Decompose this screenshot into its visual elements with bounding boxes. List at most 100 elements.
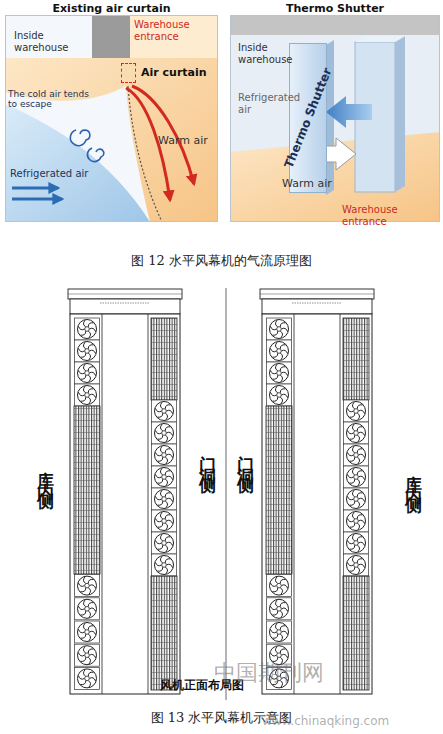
fan-symbol-part [88,331,90,338]
fan-symbol-part [347,490,366,509]
fan-symbol-part [78,669,97,688]
fan-symbol-part [347,408,353,411]
fan-symbol [152,400,177,422]
fan-symbol-part [357,457,359,464]
fan-symbol-part [354,431,359,436]
fan-symbol-part [267,384,292,406]
fan-symbol-part [344,488,369,510]
fan-symbol-part [160,468,162,475]
fan-symbol-part [270,576,289,595]
fan-symbol [75,362,100,384]
fan-symbol-part [78,386,97,405]
fan-symbol-part [357,449,362,453]
fan-symbol-part [282,372,288,375]
fan-symbol-part [152,422,177,444]
fan-symbol-part [277,349,282,354]
fan-unit-drawing-part [226,288,227,700]
thermo-shutter-scene-part [355,36,405,42]
fan-symbol-part [357,405,362,409]
fan-symbol-part [275,600,277,607]
fan-unit-part [148,314,149,694]
flow-label: The cold air tends to escape [8,89,90,110]
fan-symbol-part [157,413,162,417]
fan-symbol [152,554,177,576]
fan-symbol-part [78,653,84,656]
fan-symbol-part [275,577,277,584]
watermark: 中国期刊网 [214,660,324,685]
fan-symbol-part [347,518,353,521]
fan-symbol [75,644,100,666]
air-curtain-scene [5,15,218,222]
area-label: Inside warehouse [238,42,302,65]
fan-symbol-part [162,453,167,458]
fan-symbol-part [78,326,84,329]
fan-symbol-part [270,370,276,373]
fan-symbol-part [165,567,167,574]
fan-symbol-part [78,370,84,373]
fan-symbol-part [359,476,365,479]
fan-symbol-part [155,518,161,521]
thermo-shutter-scene-part [326,40,334,195]
fan-symbol [75,598,100,620]
area-label: Warehouse entrance [134,19,218,42]
fan-symbol [267,340,292,362]
fan-symbol-part [270,629,276,632]
fan-symbol-part [165,471,170,475]
fan-symbol-part [88,626,93,630]
fan-symbol-part [165,559,170,563]
fan-symbol-part [155,556,174,575]
fan-symbol-part [272,611,277,615]
fan-symbol-part [83,670,85,677]
fan-symbol [152,422,177,444]
fan-symbol-part [155,452,161,455]
fan-symbol-part [357,413,359,420]
fan-symbol-part [88,375,90,382]
fan-symbol [75,667,100,689]
fan-symbol-part [344,422,369,444]
fan-unit-part [262,314,372,694]
fan-symbol-part [90,350,96,353]
thermo-shutter-scene [230,15,440,222]
fan-symbol-part [357,435,359,442]
fan-symbol-part [155,562,161,565]
fan-symbol-part [78,342,97,361]
grille-panel [266,406,292,574]
fan-symbol-part [357,471,362,475]
fan-symbol-part [280,649,285,653]
fan-symbol-part [270,386,289,405]
fan-symbol-part [280,634,282,641]
fan-symbol-part [357,427,362,431]
fan-symbol-part [347,430,353,433]
fan-symbol-part [155,430,161,433]
fan-symbol-part [152,400,177,422]
fan-symbol-part [85,630,90,635]
fan-symbol-part [272,375,277,379]
fan-symbol-part [75,644,100,666]
fan-symbol-part [165,427,170,431]
fan-symbol-part [75,340,100,362]
fan-symbol-part [83,320,85,327]
fan-symbol-part [88,681,90,688]
fan-symbol-part [349,523,354,527]
fan-symbol-part [155,534,174,553]
fan-symbol-part [165,501,167,508]
fan-symbol-part [282,328,288,331]
fan-symbol-part [160,512,162,519]
fan-symbol [152,510,177,532]
fan-symbol-part [352,512,354,519]
air-curtain-scene-part [130,15,218,58]
fan-symbol-part [357,567,359,574]
fan-symbol-part [349,413,354,417]
fan-symbol-part [165,537,170,541]
thermo-shutter-scene-part [230,15,440,222]
fan-symbol-part [347,512,366,531]
fan-symbol-part [359,454,365,457]
fan-symbol [152,466,177,488]
fan-symbol-part [277,583,282,588]
fan-symbol-part [80,611,85,615]
fan-symbol-part [88,345,93,349]
fan-symbol-part [157,479,162,483]
fan-symbol-part [80,375,85,379]
fan-symbol-part [80,657,85,661]
fan-symbol [344,554,369,576]
